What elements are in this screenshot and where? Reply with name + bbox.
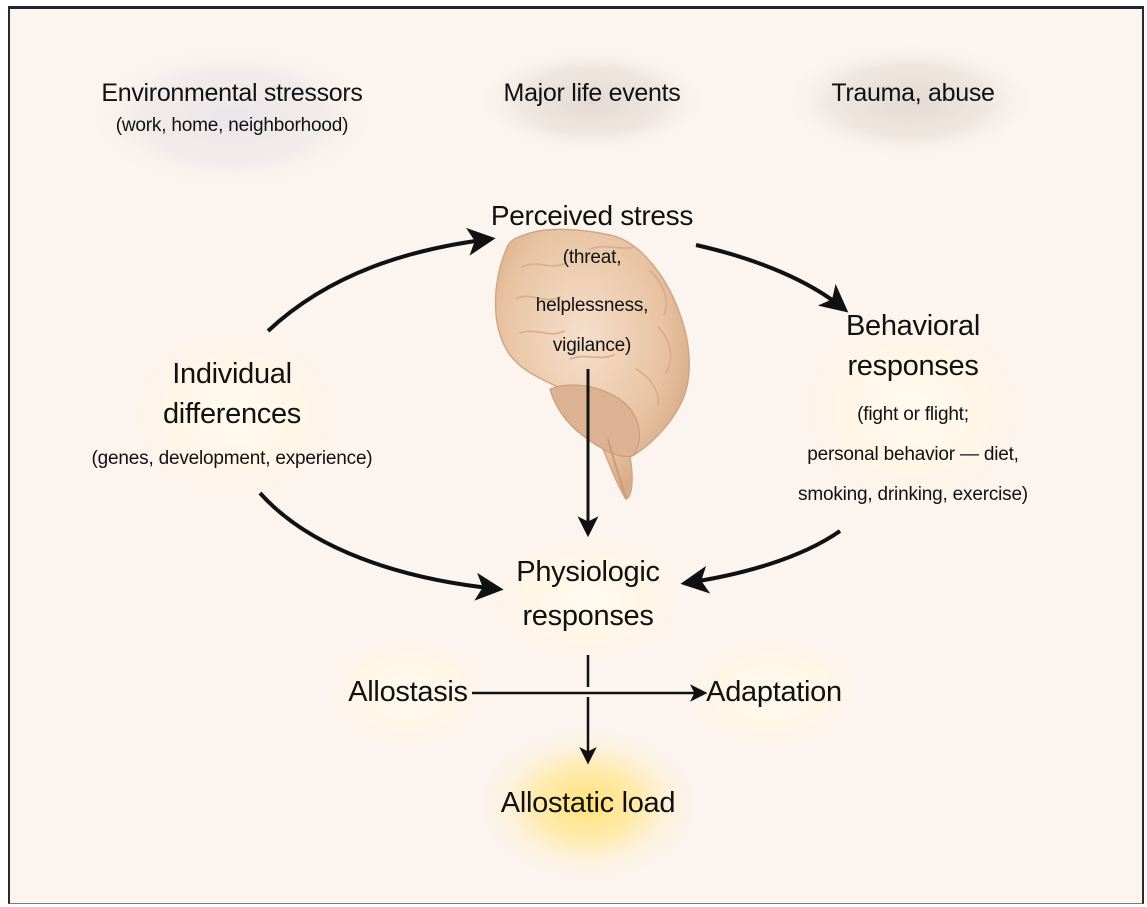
perceived-stress-detail-2: helplessness,	[536, 295, 649, 317]
perceived-stress-detail-3: vigilance)	[553, 335, 631, 357]
arrow-perceived-to-behavioral	[696, 245, 844, 309]
arrow-individual-to-physiologic	[260, 493, 498, 589]
adaptation-label: Adaptation	[706, 675, 842, 709]
physiologic-responses-title-2: responses	[522, 599, 653, 633]
environmental-stressors-title: Environmental stressors	[101, 79, 362, 109]
perceived-stress-detail-1: (threat,	[563, 247, 622, 269]
individual-differences-title-2: differences	[163, 397, 301, 431]
environmental-stressors-detail: (work, home, neighborhood)	[116, 115, 348, 137]
behavioral-responses-detail-2: personal behavior — diet,	[807, 444, 1019, 466]
arrow-behavioral-to-physiologic	[686, 531, 840, 583]
physiologic-responses-title-1: Physiologic	[516, 555, 659, 589]
diagram-frame: Environmental stressors (work, home, nei…	[8, 6, 1144, 904]
trauma-abuse-title: Trauma, abuse	[831, 79, 994, 109]
behavioral-responses-title-1: Behavioral	[846, 309, 980, 343]
individual-differences-title-1: Individual	[172, 357, 292, 391]
behavioral-responses-detail-1: (fight or flight;	[857, 404, 969, 426]
arrow-individual-to-perceived	[268, 239, 490, 331]
behavioral-responses-detail-3: smoking, drinking, exercise)	[798, 484, 1028, 506]
individual-differences-detail: (genes, development, experience)	[92, 448, 373, 470]
perceived-stress-title: Perceived stress	[491, 199, 693, 232]
major-life-events-title: Major life events	[504, 79, 681, 109]
allostatic-load-label: Allostatic load	[501, 786, 675, 820]
brain-illustration	[496, 229, 690, 499]
allostasis-label: Allostasis	[348, 675, 468, 709]
behavioral-responses-title-2: responses	[847, 349, 978, 383]
